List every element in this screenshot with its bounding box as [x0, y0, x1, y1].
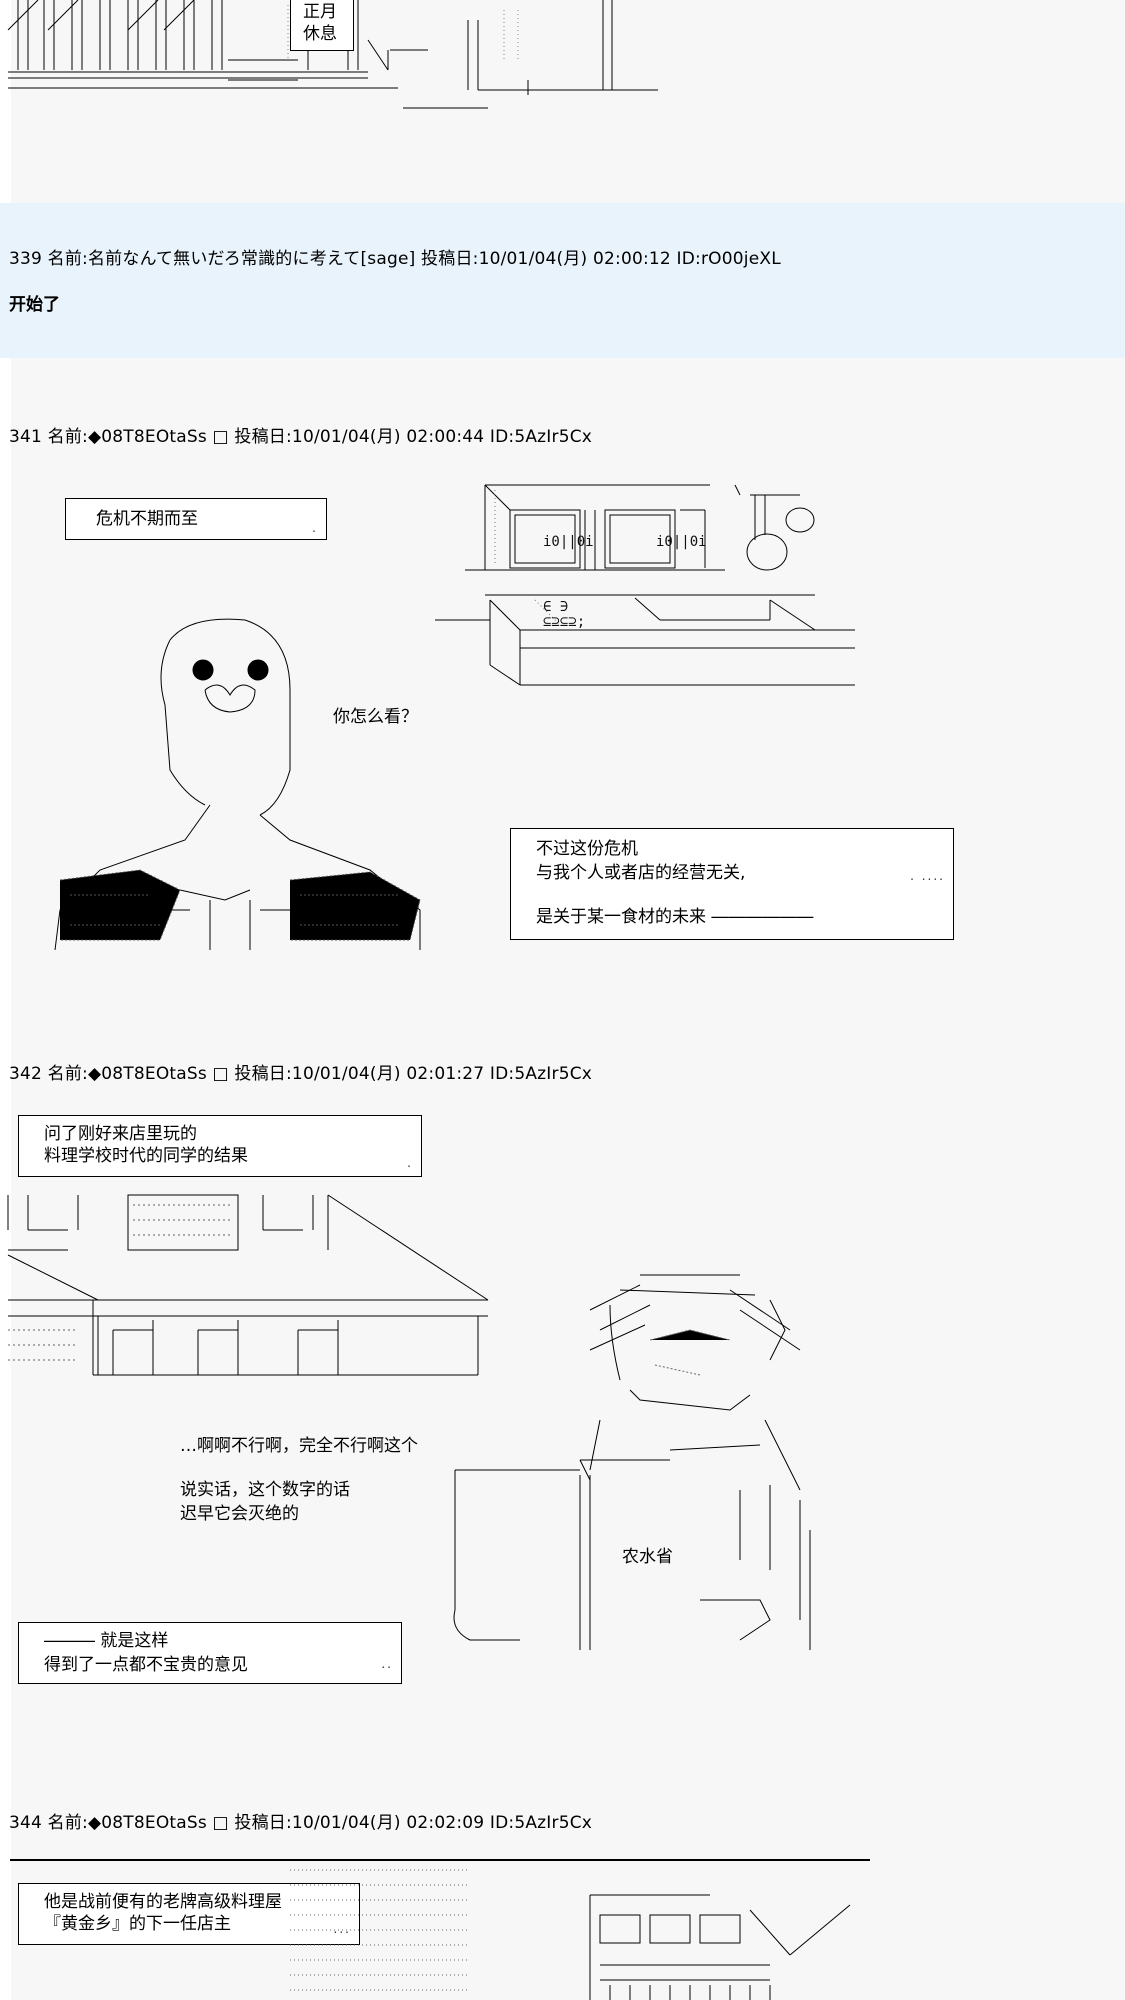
closed-sign-line1: 正月: [303, 2, 337, 22]
bald-chef-character: [40, 610, 440, 950]
post-339-highlight: [0, 203, 1125, 358]
narration-box-successor: 他是战前便有的老牌高级料理屋 『黄金乡』的下一任店主 ...: [18, 1883, 360, 1945]
narration-box-opinion: ――― 就是这样 得到了一点都不宝贵的意见 ..: [18, 1622, 402, 1684]
box-dots: ..: [381, 1657, 393, 1671]
restaurant-building-art: [290, 1865, 850, 2000]
narration-box-future: 不过这份危机 与我个人或者店的经营无关, 是关于某一食材的未来 ―――――― .…: [510, 828, 954, 940]
post-339-header: 339 名前:名前なんて無いだろ常識的に考えて[sage] 投稿日:10/01/…: [9, 249, 781, 269]
shelf-label-left: i0||0i: [543, 534, 594, 550]
classmate-line2: 料理学校时代的同学的结果: [44, 1146, 248, 1166]
opinion-line2: 得到了一点都不宝贵的意见: [44, 1655, 248, 1675]
post-341-header: 341 名前:◆08T8EOtaSs □ 投稿日:10/01/04(月) 02:…: [9, 427, 593, 447]
closed-sign-line2: 休息: [303, 24, 337, 44]
speech-how-do-you-see: 你怎么看？: [333, 707, 418, 727]
speech-extinct-line1: 说实话，这个数字的话: [180, 1480, 350, 1500]
post-342-header: 342 名前:◆08T8EOtaSs □ 投稿日:10/01/04(月) 02:…: [9, 1064, 593, 1084]
narration-text: 危机不期而至: [96, 509, 198, 529]
classmate-character: [440, 1270, 880, 1660]
box-dots: .: [312, 521, 318, 535]
future-line1: 不过这份危机: [536, 839, 638, 859]
left-margin-strip: [0, 0, 11, 2000]
opinion-line1: ――― 就是这样: [44, 1631, 169, 1651]
post-344-divider: [10, 1859, 870, 1861]
box-dots: .: [407, 1156, 413, 1170]
future-line2: 与我个人或者店的经营无关,: [536, 863, 746, 883]
successor-line2: 『黄金乡』的下一任店主: [44, 1914, 231, 1934]
post-344-header: 344 名前:◆08T8EOtaSs □ 投稿日:10/01/04(月) 02:…: [9, 1813, 593, 1833]
box-dots: . ....: [910, 869, 945, 883]
speech-no-good: …啊啊不行啊，完全不行啊这个: [180, 1436, 418, 1456]
ministry-sign: 农水省: [622, 1547, 673, 1567]
speech-extinct-line2: 迟早它会灭绝的: [180, 1504, 299, 1524]
counter-stall-art: [8, 1190, 488, 1390]
narration-box-crisis: 危机不期而至 .: [65, 498, 327, 540]
kitchen-shelf-art: [425, 480, 865, 690]
future-line3: 是关于某一食材的未来 ――――――: [536, 907, 814, 927]
post-339-body: 开始了: [9, 295, 60, 315]
box-dots: ...: [333, 1922, 351, 1936]
successor-line1: 他是战前便有的老牌高级料理屋: [44, 1892, 282, 1912]
narration-box-classmate: 问了刚好来店里玩的 料理学校时代的同学的结果 .: [18, 1115, 422, 1177]
classmate-line1: 问了刚好来店里玩的: [44, 1124, 197, 1144]
shelf-jar-art: ∈ ∋ ⊆⊇⊆⊇;: [543, 599, 586, 630]
shelf-label-right: i0||0i: [656, 534, 707, 550]
closed-sign: 正月 休息: [290, 0, 354, 51]
